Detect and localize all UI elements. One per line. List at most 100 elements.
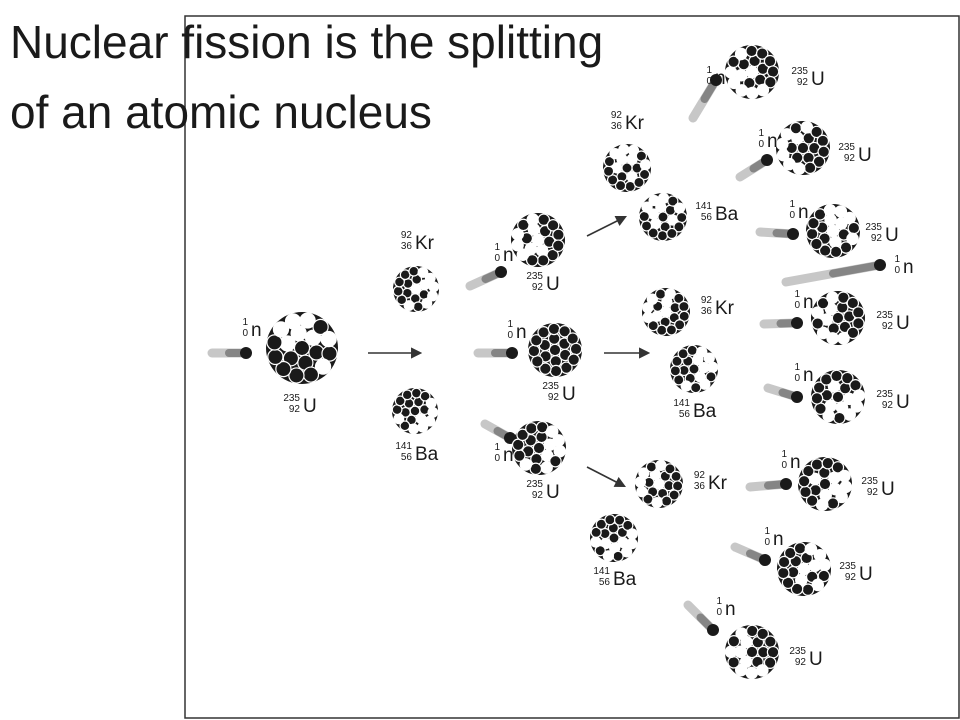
krypton-2c	[635, 460, 683, 508]
svg-text:92: 92	[289, 404, 301, 415]
svg-text:Ba: Ba	[715, 204, 739, 225]
uranium-g3-5	[811, 291, 865, 345]
svg-text:92: 92	[532, 282, 544, 293]
svg-text:n: n	[798, 202, 809, 223]
svg-text:235: 235	[876, 310, 893, 321]
uranium-g3-3	[806, 204, 860, 258]
svg-text:0: 0	[758, 139, 764, 150]
svg-text:n: n	[903, 257, 914, 278]
svg-text:92: 92	[882, 321, 894, 332]
svg-text:0: 0	[789, 210, 795, 221]
label-krypton-2c: 9236Kr	[694, 470, 728, 494]
svg-text:235: 235	[861, 476, 878, 487]
svg-text:1: 1	[242, 317, 248, 328]
svg-text:0: 0	[494, 453, 500, 464]
arrow-2a	[587, 217, 625, 236]
svg-text:U: U	[858, 145, 872, 166]
label-uranium-g3-5: 23592U	[876, 310, 909, 334]
svg-text:n: n	[790, 452, 801, 473]
svg-text:235: 235	[526, 271, 543, 282]
svg-text:n: n	[725, 599, 736, 620]
svg-text:0: 0	[894, 265, 900, 276]
label-uranium-g2-b: 23592U	[542, 381, 575, 405]
svg-text:U: U	[896, 313, 910, 334]
svg-text:1: 1	[494, 442, 500, 453]
barium-2b	[670, 345, 718, 393]
svg-text:n: n	[803, 365, 814, 386]
svg-text:92: 92	[532, 490, 544, 501]
svg-text:92: 92	[882, 400, 894, 411]
krypton-1	[393, 266, 439, 312]
neutron-g2-b	[478, 347, 518, 359]
svg-text:92: 92	[548, 392, 560, 403]
svg-text:U: U	[303, 396, 317, 417]
neutron-g3-6	[768, 388, 803, 403]
svg-text:141: 141	[395, 441, 412, 452]
svg-text:U: U	[562, 384, 576, 405]
svg-text:n: n	[516, 322, 527, 343]
svg-text:1: 1	[794, 289, 800, 300]
svg-text:Kr: Kr	[625, 113, 645, 134]
krypton-2a	[603, 144, 651, 192]
neutron-g2-c	[485, 424, 516, 444]
svg-text:56: 56	[679, 409, 691, 420]
svg-text:n: n	[803, 292, 814, 313]
svg-text:92: 92	[844, 153, 856, 164]
label-neutron-g3-6: 10n	[794, 362, 813, 386]
svg-text:0: 0	[242, 328, 248, 339]
svg-text:1: 1	[764, 526, 770, 537]
neutron-g2-a	[470, 266, 507, 286]
svg-text:0: 0	[494, 253, 500, 264]
svg-text:36: 36	[694, 481, 706, 492]
svg-text:n: n	[503, 445, 514, 466]
svg-text:92: 92	[845, 572, 857, 583]
svg-text:235: 235	[839, 561, 856, 572]
svg-text:Kr: Kr	[708, 473, 728, 494]
neutron-g3-5	[764, 317, 803, 329]
svg-text:Ba: Ba	[415, 444, 439, 465]
svg-text:n: n	[773, 529, 784, 550]
svg-text:n: n	[251, 320, 262, 341]
svg-text:0: 0	[716, 607, 722, 618]
svg-text:56: 56	[401, 452, 413, 463]
uranium-g3-2	[776, 121, 830, 175]
svg-text:92: 92	[867, 487, 879, 498]
svg-text:Ba: Ba	[693, 401, 717, 422]
svg-text:141: 141	[593, 566, 610, 577]
label-uranium-g3-6: 23592U	[876, 389, 909, 413]
uranium-g2-a	[511, 213, 565, 267]
neutron-g3-8	[735, 547, 771, 566]
svg-text:n: n	[503, 245, 514, 266]
uranium-g3-6	[811, 370, 865, 424]
svg-text:1: 1	[781, 449, 787, 460]
svg-text:Ba: Ba	[613, 569, 637, 590]
neutron-g3-2	[740, 154, 773, 177]
svg-text:92: 92	[795, 657, 807, 668]
svg-text:235: 235	[838, 142, 855, 153]
svg-text:36: 36	[701, 306, 713, 317]
svg-text:235: 235	[791, 66, 808, 77]
neutron-g3-9	[688, 605, 719, 636]
svg-text:0: 0	[781, 460, 787, 471]
uranium-g2-b	[528, 323, 582, 377]
svg-text:U: U	[546, 482, 560, 503]
svg-text:1: 1	[794, 362, 800, 373]
